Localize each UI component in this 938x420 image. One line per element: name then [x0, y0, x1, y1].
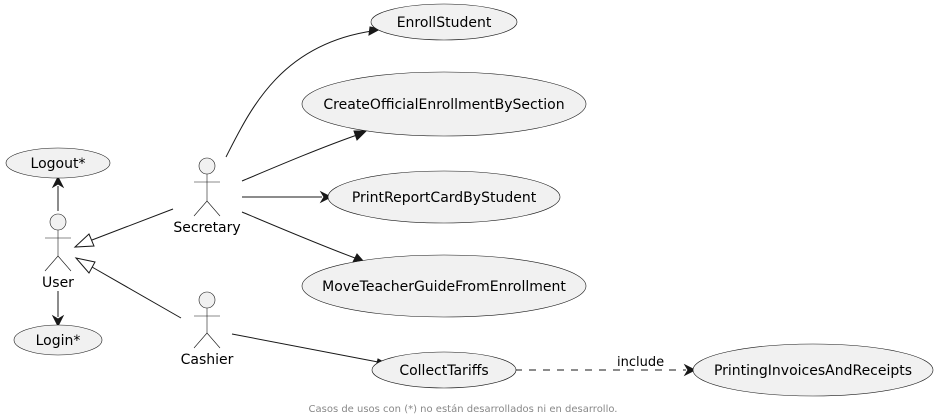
- generalization-head-cashier: [74, 257, 96, 274]
- arrowhead-createofficial: [353, 130, 368, 141]
- edge-secretary-moveteacher: [241, 211, 356, 259]
- usecase-moveteacherguidefromenrollment[interactable]: MoveTeacherGuideFromEnrollment: [301, 254, 587, 318]
- usecase-moveteacherguidefromenrollment-label: MoveTeacherGuideFromEnrollment: [322, 279, 566, 295]
- actor-cashier[interactable]: Cashier: [181, 291, 234, 368]
- actor-cashier-label: Cashier: [181, 352, 234, 368]
- usecase-logout-label: Logout*: [31, 156, 86, 172]
- edge-secretary-enrollstudent: [225, 30, 373, 158]
- usecase-printreportcardbystudent-label: PrintReportCardByStudent: [352, 190, 537, 206]
- arrowhead-login: [51, 314, 65, 328]
- diagram-caption: Casos de usos con (*) no están desarroll…: [309, 403, 618, 415]
- actor-cashier-head: [198, 291, 216, 309]
- arrowhead-include: [683, 363, 697, 377]
- usecase-createofficialenrollmentbysection[interactable]: CreateOfficialEnrollmentBySection: [301, 71, 587, 137]
- include-label: include: [617, 355, 664, 370]
- edge-secretary-user-generalization: [91, 208, 174, 241]
- actor-secretary-head: [198, 157, 216, 175]
- usecase-enrollstudent-label: EnrollStudent: [397, 15, 492, 31]
- usecase-printreportcardbystudent[interactable]: PrintReportCardByStudent: [327, 170, 561, 224]
- usecase-printinginvoicesandreceipts[interactable]: PrintingInvoicesAndReceipts: [692, 343, 934, 397]
- usecase-login-label: Login*: [36, 333, 81, 349]
- actor-user[interactable]: User: [42, 213, 74, 291]
- usecase-createofficialenrollmentbysection-label: CreateOfficialEnrollmentBySection: [323, 97, 564, 113]
- arrowhead-logout: [51, 175, 65, 189]
- usecase-collecttariffs-label: CollectTariffs: [399, 363, 488, 379]
- actor-secretary[interactable]: Secretary: [173, 157, 241, 236]
- usecase-enrollstudent[interactable]: EnrollStudent: [370, 3, 518, 41]
- edge-secretary-createofficial: [241, 134, 358, 182]
- usecase-collecttariffs[interactable]: CollectTariffs: [371, 351, 517, 389]
- usecase-login[interactable]: Login*: [13, 324, 103, 356]
- actor-user-label: User: [42, 275, 74, 291]
- actor-secretary-label: Secretary: [173, 220, 240, 236]
- usecase-logout[interactable]: Logout*: [5, 147, 111, 179]
- usecase-printinginvoicesandreceipts-label: PrintingInvoicesAndReceipts: [714, 363, 912, 379]
- actor-user-head: [49, 213, 67, 231]
- generalization-head-secretary: [73, 233, 95, 248]
- edge-cashier-user-generalization: [91, 266, 182, 319]
- arrowhead-printreport: [319, 190, 333, 204]
- edge-cashier-collecttariffs: [231, 333, 379, 363]
